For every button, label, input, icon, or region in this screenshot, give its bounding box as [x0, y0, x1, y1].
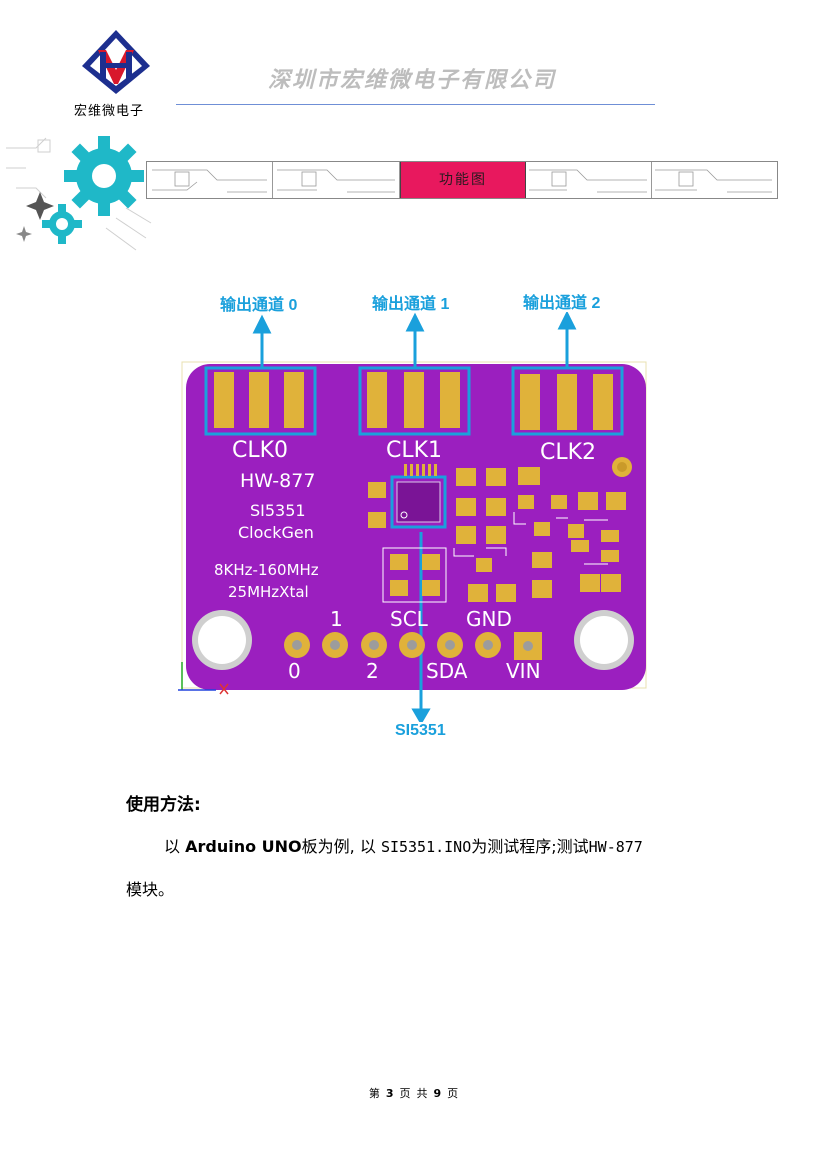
company-name: 深圳市宏维微电子有限公司 [268, 67, 557, 93]
banner-circuit-pattern [526, 162, 652, 198]
footer-text: 共 [416, 1087, 428, 1100]
usage-text: 板为例, 以 [301, 837, 376, 856]
usage-board-name: Arduino UNO [185, 837, 302, 856]
company-logo [78, 26, 154, 98]
chip-callout-label: SI5351 [395, 722, 446, 739]
footer-text: 页 [399, 1087, 411, 1100]
logo-caption: 宏维微电子 [74, 104, 145, 119]
channel-label-1: 输出通道 1 [372, 296, 450, 313]
clk0-label: CLK0 [232, 438, 288, 463]
banner-circuit-pattern [273, 162, 400, 198]
clk2-label: CLK2 [540, 440, 596, 465]
pin-label-1: 1 [330, 607, 343, 631]
footer-text: 第 [368, 1087, 380, 1100]
chip-silk-label: SI5351 [250, 501, 306, 520]
clk1-label: CLK1 [386, 438, 442, 463]
freq-range-label: 8KHz-160MHz [214, 561, 319, 579]
usage-text: 以 [164, 837, 181, 856]
pin-label-2: 2 [366, 659, 379, 683]
footer-text: 页 [447, 1087, 459, 1100]
crystal-label: 25MHzXtal [228, 583, 309, 601]
mounting-hole-left [192, 610, 252, 670]
pin-label-gnd: GND [466, 607, 512, 631]
header-divider [176, 104, 655, 105]
si5351-chip [396, 481, 441, 523]
board-diagram: CLK0 CLK1 CLK2 HW-877 SI5351 ClockGen 8K… [176, 310, 652, 725]
pin-label-0: 0 [288, 659, 301, 683]
usage-title: 使用方法: [126, 795, 201, 815]
banner-circuit-pattern [147, 162, 273, 198]
pin-label-sda: SDA [426, 659, 468, 683]
section-banner: 功能图 [146, 161, 778, 199]
usage-program-name: SI5351.INO [380, 838, 472, 856]
circuit-lines [152, 169, 772, 193]
pcb-board: CLK0 CLK1 CLK2 HW-877 SI5351 ClockGen 8K… [178, 310, 647, 725]
usage-paragraph: 以 Arduino UNO板为例, 以 SI5351.INO为测试程序;测试HW… [164, 833, 643, 857]
decor-gears [6, 128, 156, 253]
function-label: ClockGen [238, 523, 314, 542]
gear-icon [6, 136, 152, 251]
usage-module-name: HW-877 [588, 838, 643, 856]
page-total: 9 [433, 1087, 442, 1100]
pin-label-scl: SCL [390, 607, 429, 631]
page-number: 3 [385, 1087, 394, 1100]
channel-label-2: 输出通道 2 [523, 295, 601, 312]
channel-label-0: 输出通道 0 [220, 297, 298, 314]
pin-label-vin: VIN [506, 659, 541, 683]
usage-paragraph-end: 模块。 [126, 880, 175, 899]
usage-text: 为测试程序;测试 [471, 837, 589, 856]
mounting-hole-right [574, 610, 634, 670]
banner-title: 功能图 [400, 162, 526, 198]
model-label: HW-877 [240, 470, 315, 492]
hv-logo-icon [82, 30, 150, 94]
